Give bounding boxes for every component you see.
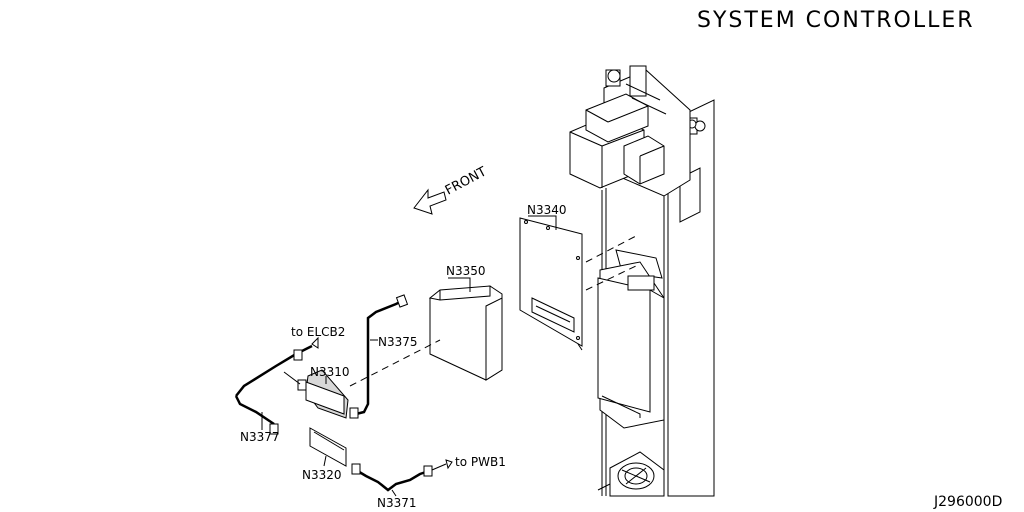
leader-lines [261,215,557,497]
cooling-fan [597,451,665,497]
board-n3310 [305,369,349,419]
label-n3350: N3350 [446,264,486,278]
diagram-code: J296000D [934,494,1003,510]
label-n3310: N3310 [310,365,350,379]
label-n3320: N3320 [302,468,342,482]
label-n3340: N3340 [527,203,567,217]
front-label: FRONT [443,164,489,198]
cable-n3377 [234,336,319,435]
diagram-title: SYSTEM CONTROLLER [697,8,975,33]
top-relay-block [569,65,691,197]
cable-n3371 [351,459,453,492]
front-arrow [413,188,447,215]
chassis-panel [601,99,715,497]
label-n3377: N3377 [240,430,280,444]
cable-n3375 [349,294,409,419]
bracket-n3340 [519,217,641,351]
label-to-elcb2: to ELCB2 [291,325,345,339]
label-to-pwb1: to PWB1 [455,455,506,469]
label-n3375: N3375 [378,335,418,349]
controller-board [597,249,665,429]
cover-n3350 [349,285,503,387]
label-n3371: N3371 [377,496,417,510]
board-n3320 [309,427,347,467]
